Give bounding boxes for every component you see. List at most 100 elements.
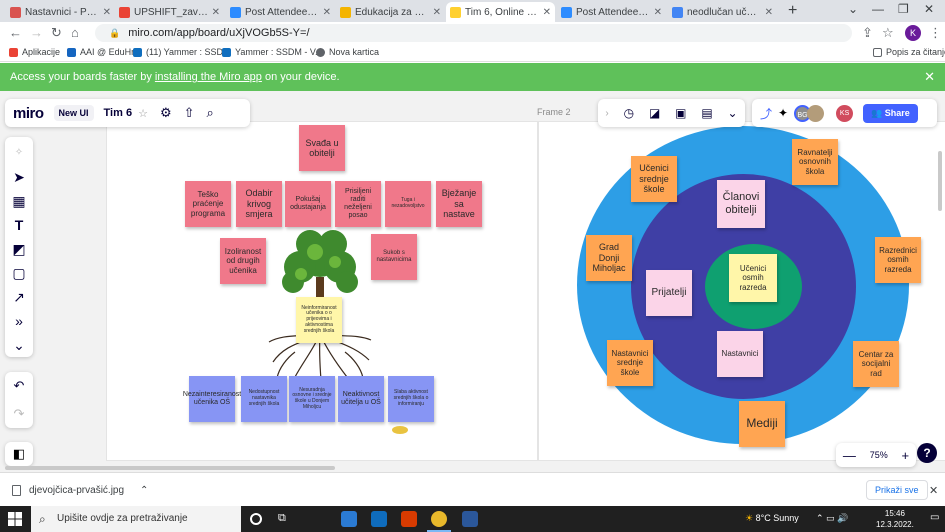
sticky-note-outer[interactable]: Nastavnici srednje škole [607,340,653,386]
sticky-note-center[interactable]: Učenici osmih razreda [729,254,777,302]
share-button[interactable]: 👥 Share [863,103,918,123]
sticky-note-top[interactable]: Svađa u obitelji [299,125,345,171]
sticky-note-pink[interactable]: Izoliranost od drugih učenika [220,238,266,284]
avatar[interactable]: KS [836,104,854,122]
close-tab-icon[interactable]: ✕ [764,6,773,18]
redo-icon[interactable]: ↷ [13,406,25,421]
tray-icons[interactable]: ⌃ ▭ 🔊 [816,513,849,523]
frame-problem-tree[interactable]: Svađa u obitelji Teško praćenje programa… [106,121,538,461]
install-app-link[interactable]: installing the Miro app [154,71,262,83]
close-banner-icon[interactable]: ✕ [924,69,935,84]
miro-board-canvas[interactable]: Svađa u obitelji Teško praćenje programa… [0,91,945,472]
celebrate-icon[interactable]: ✦ [778,106,789,120]
ai-sparkle-icon[interactable]: ✧ [14,147,24,158]
system-clock[interactable]: 15:46 12.3.2022. [876,508,914,530]
reactions-icon[interactable]: ◪ [648,106,661,120]
tab-search-icon[interactable]: ⌄ [848,2,859,16]
cortana-icon[interactable] [250,513,262,525]
sticky-note-outer[interactable]: Razrednici osmih razreda [875,237,921,283]
sticky-note-pink[interactable]: Teško praćenje programa [185,181,231,227]
sticky-note-pink[interactable]: Odabir krivog smjera [236,181,282,227]
task-view-icon[interactable]: ⧉ [278,512,286,524]
sticky-note-blue[interactable]: Nedostupnost nastavnika srednjih škola [241,376,287,422]
sticky-note-tool-icon[interactable]: ◩ [12,241,26,257]
word-icon[interactable] [462,511,478,527]
close-tab-icon[interactable]: ✕ [322,6,331,18]
sticky-note-outer[interactable]: Centar za socijalni rad [853,341,899,387]
notes-icon[interactable]: ▤ [701,106,713,120]
collapse-arrow-icon[interactable]: › [605,107,609,119]
back-icon[interactable]: ← [9,25,22,40]
sticky-note-pink[interactable]: Sukob s nastavnicima [371,234,417,280]
new-ui-badge[interactable]: New UI [53,105,94,121]
close-tab-icon[interactable]: ✕ [653,6,662,18]
store-icon[interactable] [341,511,357,527]
menu-kebab-icon[interactable]: ⋮ [929,25,942,40]
close-window-icon[interactable]: ✕ [924,2,935,16]
close-tab-icon[interactable]: ✕ [102,6,111,18]
profile-avatar[interactable]: K [905,25,921,41]
taskbar-search-input[interactable]: ⌕ Upišite ovdje za pretraživanje [31,506,241,532]
sticky-note-pink[interactable]: Bježanje sa nastave [436,181,482,227]
more-tools-icon[interactable]: » [15,313,23,329]
close-tab-icon[interactable]: ✕ [211,6,220,18]
export-upload-icon[interactable]: ⇧ [183,105,195,120]
horizontal-scrollbar[interactable] [5,466,335,470]
bookmark-new-tab[interactable]: Nova kartica [316,47,379,57]
sticky-note-middle[interactable]: Nastavnici [717,331,763,377]
sticky-note-middle[interactable]: Prijatelji [646,270,692,316]
reload-icon[interactable]: ↻ [51,25,62,40]
reading-list[interactable]: Popis za čitanje [873,47,945,57]
zoom-out-button[interactable]: — [842,447,856,463]
sidebar-toggle-icon[interactable]: ◧ [5,442,33,466]
sticky-note-outer[interactable]: Učenici srednje škole [631,156,677,202]
sticky-note-pink[interactable]: Pokušaj odustajanja [285,181,331,227]
frame-label[interactable]: Frame 2 [537,107,571,117]
bookmark-apps[interactable]: Aplikacije [9,47,60,57]
mail-icon[interactable] [371,511,387,527]
frame-stakeholder-map[interactable]: Učenici osmih razreda Članovi obitelji P… [538,121,945,461]
comments-icon[interactable]: ▣ [675,106,687,120]
close-tab-icon[interactable]: ✕ [542,6,551,18]
chrome-icon[interactable] [431,511,447,527]
miro-logo[interactable]: miro [13,104,44,122]
browser-tab[interactable]: neodlučan učenik - Go ✕ [668,2,777,22]
browser-tab-active[interactable]: Tim 6, Online Whitebo ✕ [446,2,555,22]
board-name[interactable]: Tim 6 [103,107,133,119]
expand-down-icon[interactable]: ⌄ [13,337,25,353]
frame-template-icon[interactable]: ▦ [12,193,26,209]
download-item[interactable]: djevojčica-prvašić.jpg ⌃ [12,485,148,496]
vertical-scrollbar[interactable] [938,151,942,211]
timer-icon[interactable]: ◷ [623,106,635,120]
minimize-icon[interactable]: — [872,2,884,16]
browser-tab[interactable]: Post Attendee - Zoom ✕ [557,2,666,22]
bookmark-yammer-2[interactable]: Yammer : SSDM - V... [222,47,323,57]
text-tool-icon[interactable]: T [14,217,24,233]
settings-gear-icon[interactable]: ⚙ [159,105,172,120]
undo-icon[interactable]: ↶ [13,378,25,393]
zoom-in-button[interactable]: + [901,447,910,463]
help-button[interactable]: ? [917,443,937,463]
browser-tab[interactable]: Edukacija za nove UP ✕ [336,2,445,22]
sticky-note-pink[interactable]: Tuga i nezadovoljstvo [385,181,431,227]
more-options-icon[interactable]: ⌄ [727,106,738,120]
sticky-note-blue[interactable]: Nezainteresiranost učenika OŠ [183,376,241,422]
shape-tool-icon[interactable]: ▢ [12,265,26,281]
bookmark-yammer-1[interactable]: (11) Yammer : SSD... [133,47,231,57]
home-icon[interactable]: ⌂ [71,25,79,40]
select-cursor-icon[interactable]: ➤ [13,169,25,185]
connector-line-icon[interactable]: ↗ [13,289,25,305]
browser-tab[interactable]: Post Attendee - Zoom ✕ [226,2,335,22]
cursor-follow-icon[interactable]: ⤴ [760,106,773,121]
forward-icon[interactable]: → [30,25,43,40]
sticky-note-outer[interactable]: Mediji [739,401,785,447]
browser-tab[interactable]: UPSHIFT_završni linkovi ✕ [115,2,224,22]
new-tab-button[interactable]: + [788,2,798,19]
sticky-note-outer[interactable]: Ravnatelji osnovnih škola [792,139,838,185]
close-tab-icon[interactable]: ✕ [432,6,441,18]
sticky-note-blue[interactable]: Neaktivnost učitelja u OŠ [338,376,384,422]
windows-start-icon[interactable] [8,512,22,526]
sticky-note-pink[interactable]: Prisiljeni raditi neželjeni posao [335,181,381,227]
yellow-pill-shape[interactable] [392,426,408,434]
sticky-note-blue[interactable]: Nesuradnja osnovne i srednje škole u Don… [289,376,335,422]
